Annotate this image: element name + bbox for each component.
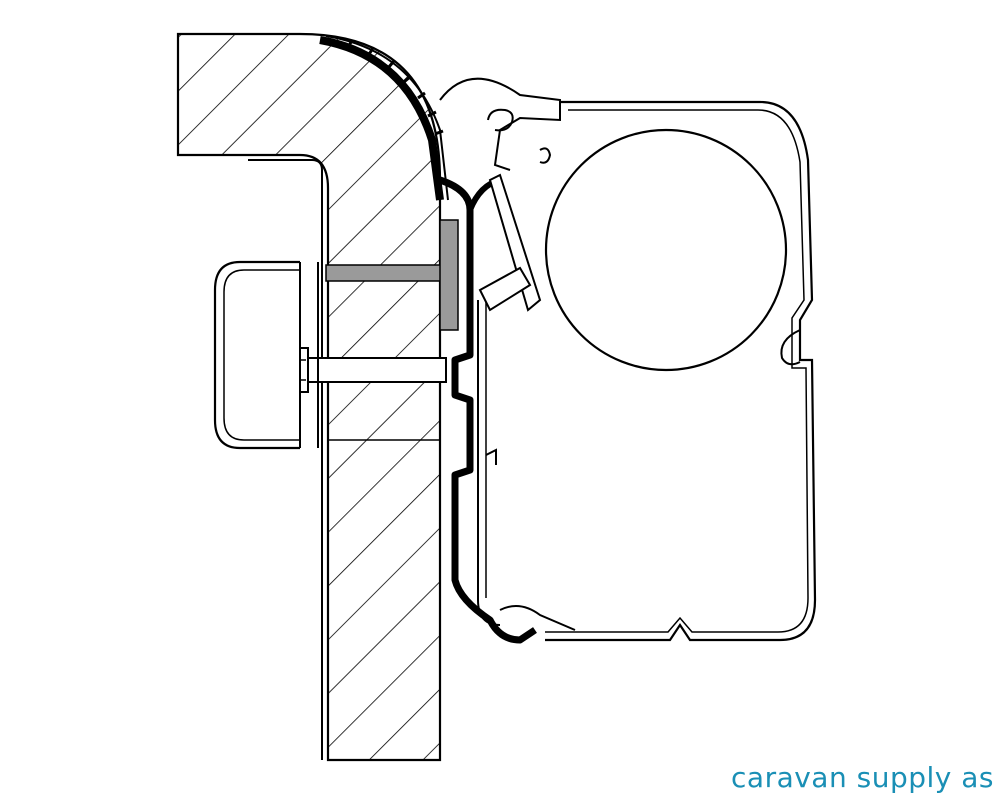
seal-strip — [319, 35, 449, 201]
caravan-wall — [176, 32, 442, 762]
roller-tube-icon — [544, 128, 788, 372]
spacer-blocks — [325, 219, 459, 331]
interior-fixture — [213, 260, 319, 450]
brand-watermark: caravan supply as — [731, 761, 994, 794]
